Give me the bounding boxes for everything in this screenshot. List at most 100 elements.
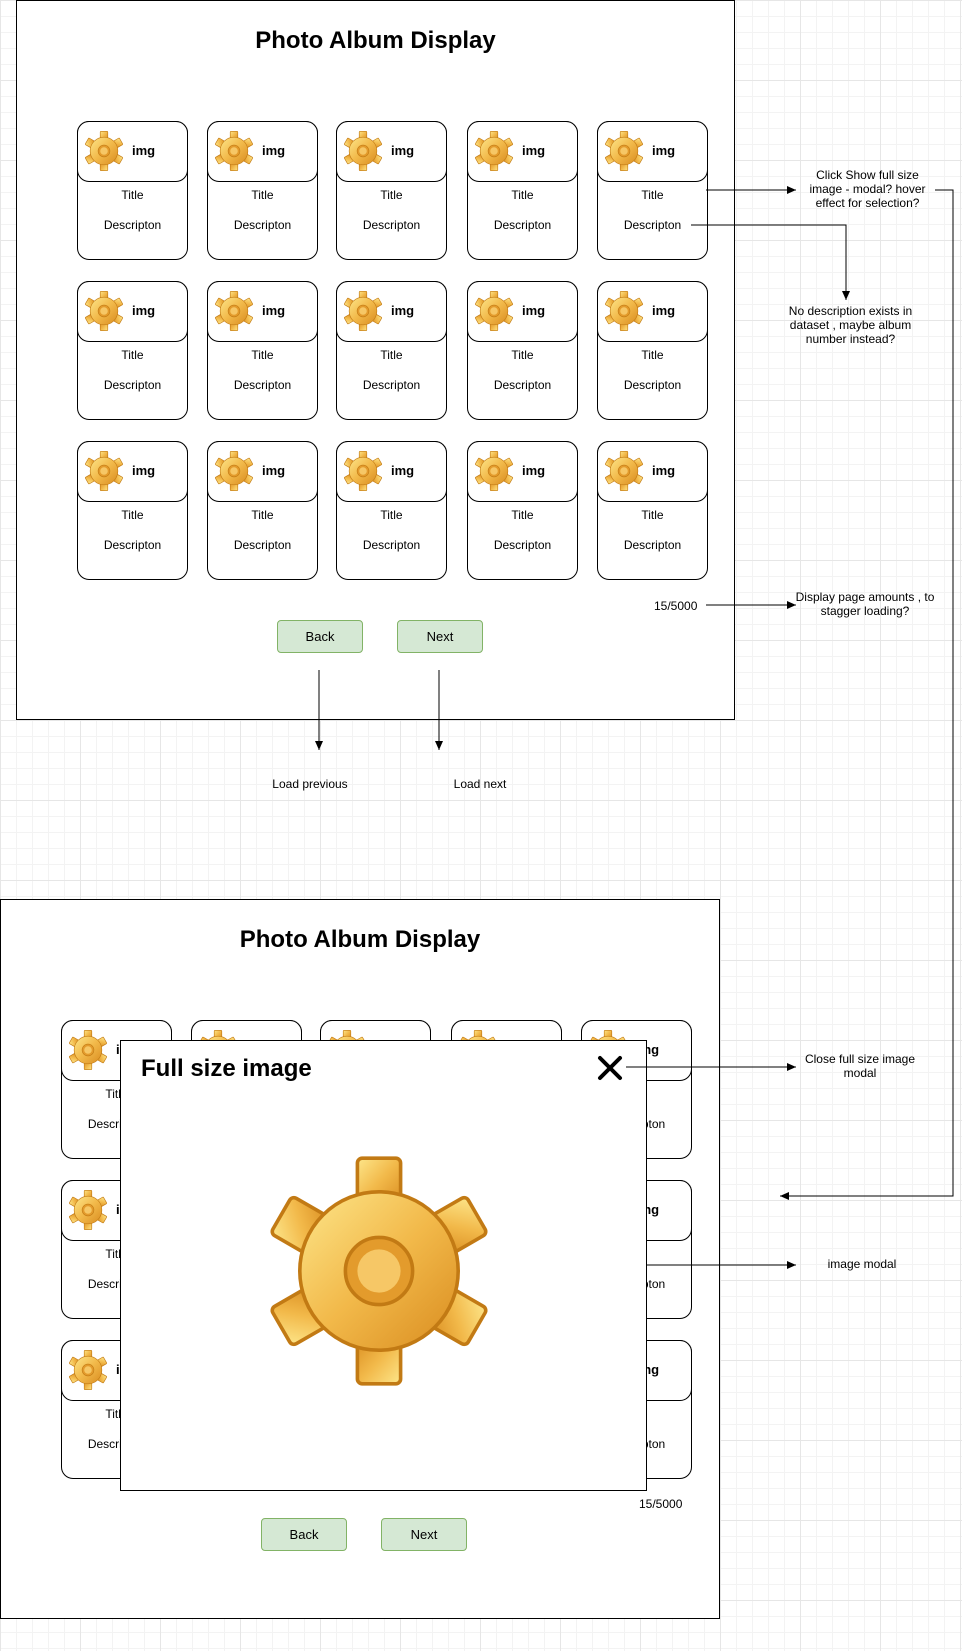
gear-icon: [474, 290, 514, 332]
gear-icon: [268, 1156, 490, 1386]
card-description: Descripton: [103, 538, 162, 552]
page-title: Photo Album Display: [239, 926, 481, 953]
card-description: Descripton: [103, 218, 162, 232]
card-image-label: img: [522, 303, 546, 318]
gear-icon: [68, 1189, 108, 1231]
card-title: Title: [121, 348, 144, 362]
next-button[interactable]: Next: [381, 1518, 467, 1551]
annotation-close-modal: Close full size image modal: [804, 1052, 916, 1080]
gear-icon: [84, 450, 124, 492]
card-image-area[interactable]: img: [336, 281, 447, 342]
card-description: Descripton: [362, 538, 421, 552]
card-image-label: img: [652, 143, 676, 158]
gear-icon: [214, 450, 254, 492]
card-image-label: img: [652, 303, 676, 318]
back-button[interactable]: Back: [261, 1518, 347, 1551]
card-image-area[interactable]: img: [597, 121, 708, 182]
gear-icon: [68, 1349, 108, 1391]
card-title: Title: [641, 508, 664, 522]
card-image-label: img: [262, 143, 286, 158]
card-image-area[interactable]: img: [77, 441, 188, 502]
card-description: Descripton: [493, 378, 552, 392]
card-image-label: img: [132, 463, 156, 478]
card-image-label: img: [522, 463, 546, 478]
card-description: Descripton: [623, 538, 682, 552]
back-button[interactable]: Back: [277, 620, 363, 653]
card-image-area[interactable]: img: [467, 121, 578, 182]
card-image-label: img: [132, 303, 156, 318]
card-description: Descripton: [233, 378, 292, 392]
card-image-area[interactable]: img: [207, 121, 318, 182]
card-image-area[interactable]: img: [467, 281, 578, 342]
gear-icon: [214, 130, 254, 172]
next-button[interactable]: Next: [397, 620, 483, 653]
card-title: Title: [511, 348, 534, 362]
card-title: Title: [511, 188, 534, 202]
card-image-area[interactable]: img: [597, 281, 708, 342]
modal-title: Full size image: [141, 1055, 312, 1082]
annotation-no-description: No description exists in dataset , maybe…: [788, 304, 913, 346]
card-image-area[interactable]: img: [77, 281, 188, 342]
card-image-label: img: [262, 303, 286, 318]
gear-icon: [604, 130, 644, 172]
card-title: Title: [121, 508, 144, 522]
card-title: Title: [251, 188, 274, 202]
card-title: Title: [380, 188, 403, 202]
card-image-area[interactable]: img: [207, 281, 318, 342]
card-image-area[interactable]: img: [207, 441, 318, 502]
card-image-area[interactable]: img: [597, 441, 708, 502]
card-title: Title: [641, 348, 664, 362]
gear-icon: [214, 290, 254, 332]
card-image-area[interactable]: img: [77, 121, 188, 182]
gear-icon: [474, 130, 514, 172]
card-description: Descripton: [362, 218, 421, 232]
gear-icon: [604, 450, 644, 492]
gear-icon: [604, 290, 644, 332]
gear-icon: [343, 290, 383, 332]
full-size-image-modal: Full size image: [120, 1040, 647, 1491]
gear-icon: [343, 130, 383, 172]
card-title: Title: [251, 348, 274, 362]
card-title: Title: [121, 188, 144, 202]
card-description: Descripton: [493, 218, 552, 232]
card-description: Descripton: [623, 218, 682, 232]
card-description: Descripton: [233, 538, 292, 552]
card-image-label: img: [391, 303, 415, 318]
page-counter: 15/5000: [639, 1497, 683, 1511]
card-description: Descripton: [103, 378, 162, 392]
gear-icon: [343, 450, 383, 492]
annotation-load-previous: Load previous: [272, 777, 348, 791]
card-image-label: img: [262, 463, 286, 478]
card-image-label: img: [391, 463, 415, 478]
gear-icon: [68, 1029, 108, 1071]
card-description: Descripton: [233, 218, 292, 232]
card-title: Title: [511, 508, 534, 522]
annotation-click-full-size: Click Show full size image - modal? hove…: [809, 168, 926, 210]
card-image-area[interactable]: img: [467, 441, 578, 502]
annotation-page-amounts: Display page amounts , to stagger loadin…: [795, 590, 935, 618]
card-image-area[interactable]: img: [336, 441, 447, 502]
card-image-area[interactable]: img: [336, 121, 447, 182]
card-title: Title: [380, 508, 403, 522]
card-image-label: img: [391, 143, 415, 158]
page-title: Photo Album Display: [255, 27, 496, 54]
close-icon[interactable]: [595, 1053, 625, 1083]
card-description: Descripton: [362, 378, 421, 392]
annotation-image-modal: image modal: [827, 1257, 897, 1271]
